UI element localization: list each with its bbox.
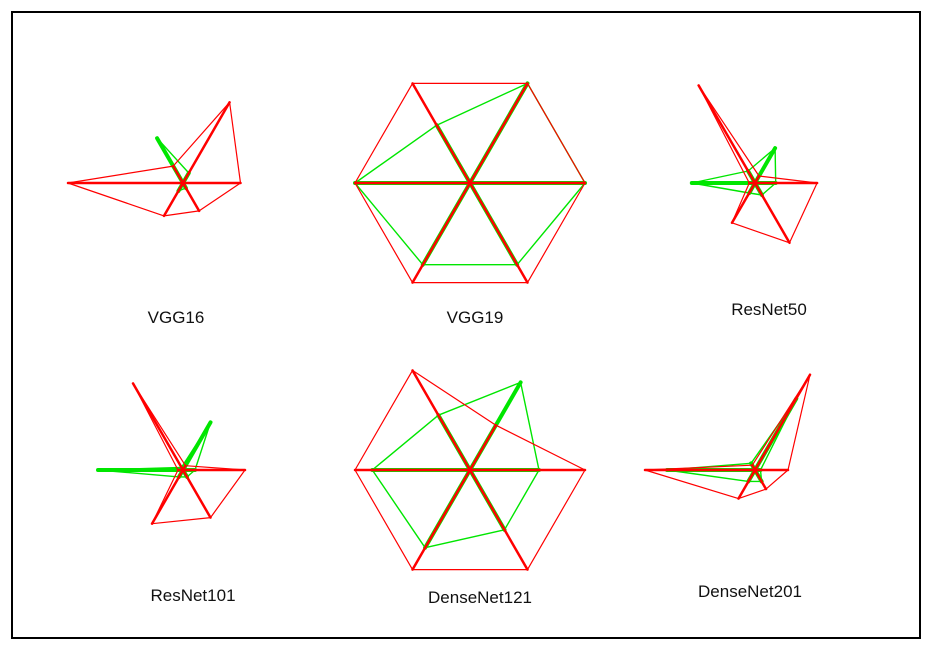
spoke-red-4-5 [468, 468, 529, 571]
point-red-5-5 [765, 488, 767, 490]
spoke-red-0-1 [181, 101, 231, 185]
series-red-chart-1 [353, 82, 587, 284]
spoke-red-2-5 [753, 181, 791, 245]
point-red-2-0 [816, 182, 818, 184]
point-red-4-0 [584, 469, 586, 471]
point-red-3-5 [209, 516, 212, 519]
series-red-chart-4 [353, 369, 587, 571]
spoke-red-5-1 [753, 373, 812, 472]
point-red-4-1 [495, 424, 497, 427]
figure-frame [11, 11, 921, 639]
series-red-chart-3 [131, 382, 247, 525]
chart-title-vgg19: VGG19 [446, 308, 504, 327]
spoke-red-2-2 [697, 84, 757, 185]
spoke-red-3-5 [181, 468, 212, 519]
spoke-red-1-4 [411, 181, 472, 284]
spoke-red-4-2 [411, 369, 472, 472]
series-red-chart-2 [697, 84, 819, 245]
point-red-4-2 [411, 369, 414, 372]
chart-title-densenet121: DenseNet121 [428, 588, 532, 607]
polygon-red-3 [132, 382, 246, 525]
point-red-5-4 [737, 497, 740, 500]
point-red-2-4 [731, 222, 733, 224]
series-red-chart-0 [66, 101, 242, 218]
point-green-2-3 [691, 182, 693, 184]
polygon-red-2 [697, 84, 818, 244]
point-red-3-3 [177, 469, 179, 471]
point-red-5-0 [787, 469, 789, 471]
series-green-chart-4 [370, 380, 541, 550]
polygon-green-4 [371, 381, 540, 549]
point-red-1-4 [411, 281, 414, 284]
spoke-red-1-5 [468, 181, 529, 284]
point-red-3-2 [132, 382, 134, 385]
chart-title-resnet50: ResNet50 [731, 300, 807, 319]
point-red-0-3 [67, 182, 69, 184]
point-red-1-3 [354, 182, 356, 184]
point-red-5-2 [751, 464, 754, 467]
spoke-red-4-4 [411, 468, 472, 571]
point-green-3-1 [209, 421, 212, 424]
point-red-5-1 [809, 373, 811, 376]
chart-title-resnet101: ResNet101 [150, 586, 236, 605]
point-red-0-4 [163, 215, 165, 217]
spoke-red-0-5 [181, 181, 201, 213]
point-red-2-2 [697, 84, 700, 87]
point-red-5-3 [644, 469, 646, 471]
point-red-0-2 [172, 165, 174, 167]
point-red-3-1 [184, 464, 187, 467]
point-green-0-2 [156, 137, 158, 139]
polygon-red-0 [67, 101, 242, 217]
spoke-red-5-5 [753, 468, 768, 491]
point-green-4-1 [519, 381, 522, 384]
spoke-red-0-4 [162, 181, 185, 218]
point-green-2-1 [774, 147, 776, 149]
polygon-green-1 [354, 82, 586, 266]
point-red-1-0 [584, 182, 586, 184]
spoke-red-0-2 [171, 164, 185, 185]
point-green-5-2 [750, 462, 752, 465]
point-green-3-3 [97, 469, 99, 471]
point-red-1-1 [526, 82, 529, 85]
series-green-chart-2 [689, 146, 778, 197]
point-red-3-4 [151, 522, 153, 525]
point-red-1-2 [411, 82, 414, 85]
spoke-red-3-2 [131, 382, 185, 472]
series-red-chart-5 [643, 373, 812, 500]
point-red-0-0 [239, 182, 242, 184]
point-red-2-3 [748, 182, 751, 184]
point-red-0-5 [198, 210, 200, 212]
point-red-4-5 [526, 568, 529, 571]
spoke-red-4-1 [468, 423, 498, 472]
point-red-2-1 [758, 175, 760, 177]
point-red-1-5 [526, 281, 529, 284]
point-red-4-4 [411, 568, 414, 571]
point-red-3-0 [244, 469, 246, 471]
chart-title-densenet201: DenseNet201 [698, 582, 802, 601]
series-green-chart-1 [353, 81, 587, 267]
point-red-0-1 [228, 101, 231, 104]
point-red-4-3 [354, 469, 356, 471]
spoke-red-3-4 [150, 468, 185, 525]
point-red-2-5 [788, 242, 791, 244]
spoke-red-1-2 [411, 82, 472, 185]
spoke-red-2-4 [730, 181, 757, 225]
polygon-red-5 [644, 374, 811, 500]
spoke-red-1-1 [468, 82, 529, 185]
chart-title-vgg16: VGG16 [147, 308, 205, 327]
spoke-red-5-4 [737, 468, 757, 500]
